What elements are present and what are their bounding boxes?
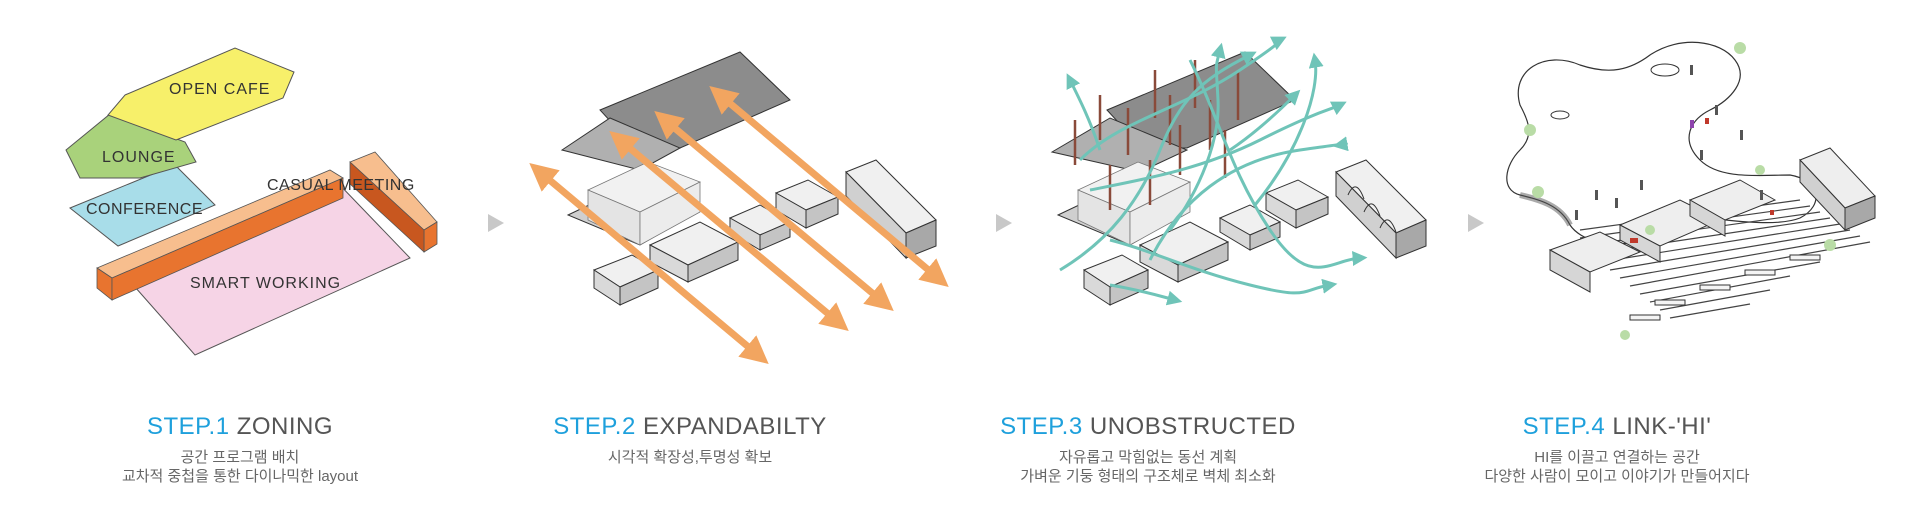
step-2-title: STEP.2 EXPANDABILTY xyxy=(450,412,930,442)
working-bar xyxy=(111,177,344,301)
step-1-line-1: 공간 프로그램 배치 xyxy=(180,449,300,466)
open-cafe-zone xyxy=(107,47,295,141)
step-2-caption: STEP.2 EXPANDABILTY 시각적 확장성,투명성 확보 xyxy=(450,412,930,467)
step-4-description: HI를 이끌고 연결하는 공간 다양한 사람이 모이고 이야기가 만들어지다 xyxy=(1377,448,1857,486)
step-1-description: 공간 프로그램 배치 교차적 중첩을 통한 다이나믹한 layout xyxy=(0,448,480,486)
step-2-number: STEP.2 xyxy=(553,413,636,440)
step-4-line-1: HI를 이끌고 연결하는 공간 xyxy=(1534,449,1700,466)
step-2-name: EXPANDABILTY xyxy=(642,413,827,440)
chevron-right-icon xyxy=(996,214,1012,232)
step-4-title: STEP.4 LINK-'HI' xyxy=(1377,412,1857,442)
step-1-title: STEP.1 ZONING xyxy=(0,412,480,442)
step-3-name: UNOBSTRUCTED xyxy=(1089,413,1296,440)
conference-zone xyxy=(69,164,216,247)
step-3-line-1: 자유롭고 막힘없는 동선 계획 xyxy=(1058,449,1238,466)
chevron-right-icon xyxy=(488,214,504,232)
step-1-line-2: 교차적 중첩을 통한 다이나믹한 layout xyxy=(121,468,359,485)
step-4-caption: STEP.4 LINK-'HI' HI를 이끌고 연결하는 공간 다양한 사람이… xyxy=(1377,412,1857,486)
label-lounge: LOUNGE xyxy=(102,149,176,166)
step-1-caption: STEP.1 ZONING 공간 프로그램 배치 교차적 중첩을 통한 다이나믹… xyxy=(0,412,480,486)
step-3-line-2: 가벼운 기둥 형태의 구조체로 벽체 최소화 xyxy=(1020,468,1276,485)
unobstructed-diagram xyxy=(1050,36,1427,306)
chevron-right-icon xyxy=(1468,214,1484,232)
step-4-number: STEP.4 xyxy=(1522,413,1606,440)
step-3-caption: STEP.3 UNOBSTRUCTED 자유롭고 막힘없는 동선 계획 가벼운 … xyxy=(908,412,1388,486)
step-3-number: STEP.3 xyxy=(1000,413,1083,440)
label-smart-working: SMART WORKING xyxy=(190,275,341,292)
step-1-number: STEP.1 xyxy=(146,413,230,440)
label-conference: CONFERENCE xyxy=(86,201,203,218)
zoning-diagram: OPEN CAFE LOUNGE CONFERENCE CASUAL MEETI… xyxy=(65,47,438,356)
expandability-diagram xyxy=(529,51,949,365)
step-3-description: 자유롭고 막힘없는 동선 계획 가벼운 기둥 형태의 구조체로 벽체 최소화 xyxy=(908,448,1388,486)
step-2-line-1: 시각적 확장성,투명성 확보 xyxy=(607,449,773,466)
label-open-cafe: OPEN CAFE xyxy=(169,81,270,98)
label-casual-meeting: CASUAL MEETING xyxy=(267,177,415,194)
step-3-title: STEP.3 UNOBSTRUCTED xyxy=(908,412,1388,442)
step-1-name: ZONING xyxy=(236,413,334,440)
step-4-name: LINK-'HI' xyxy=(1612,413,1712,440)
step-2-description: 시각적 확장성,투명성 확보 xyxy=(450,448,930,467)
link-hi-diagram xyxy=(1506,41,1876,340)
step-4-line-2: 다양한 사람이 모이고 이야기가 만들어지다 xyxy=(1484,468,1750,485)
casual-meeting-block xyxy=(349,161,425,253)
